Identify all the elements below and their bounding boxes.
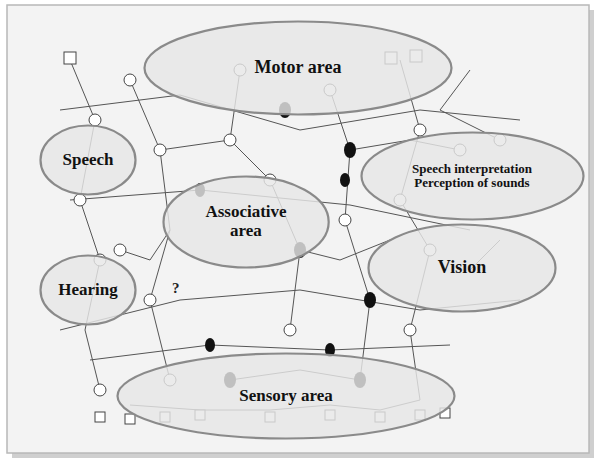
ellipse-shape: [118, 354, 455, 439]
neuron-sketch-part: [120, 230, 170, 260]
neuron-sketch-part: [339, 214, 351, 226]
neuron-sketch-part: [114, 244, 126, 256]
brain-area-ellipse: Motor area: [143, 20, 453, 116]
neuron-sketch-part: [364, 292, 376, 308]
ellipse-shape: [41, 126, 136, 195]
neuron-sketch-part: [74, 194, 86, 206]
area-label: Speech: [63, 151, 114, 170]
area-label: Speech interpretation Perception of soun…: [397, 162, 547, 191]
ellipse-shape: [145, 22, 452, 115]
neuron-sketch-part: [284, 324, 296, 336]
area-label: Associative area: [191, 203, 301, 240]
neuron-sketch-part: [64, 52, 76, 64]
neuron-sketch-part: [154, 144, 166, 156]
neuron-sketch-part: [124, 74, 136, 86]
neuron-sketch-part: [440, 70, 500, 140]
neuron-sketch-part: [404, 324, 416, 336]
neuron-sketch-part: [7, 5, 589, 453]
area-label: Motor area: [255, 58, 342, 78]
brain-area-ellipse: Hearing: [39, 254, 137, 326]
ellipse-shape: [41, 256, 136, 325]
neuron-sketch-part: [95, 412, 105, 422]
brain-area-ellipse: Associative area: [162, 175, 330, 269]
neuron-sketch-part: [125, 414, 135, 424]
brain-area-ellipse: Sensory area: [116, 352, 456, 440]
ellipse-shape: [361, 133, 583, 220]
neuron-sketch-part: [340, 173, 350, 187]
neuron-sketch-part: [414, 124, 426, 136]
neuron-sketch-part: [94, 384, 106, 396]
area-label: Hearing: [58, 281, 118, 300]
brain-area-ellipse: Vision: [367, 223, 557, 313]
neuron-sketch-part: [160, 140, 230, 150]
neuron-sketch-part: [89, 114, 101, 126]
question-mark: ?: [172, 280, 180, 297]
ellipse-shape: [163, 177, 328, 268]
neuron-sketch-part: [205, 338, 215, 352]
neuron-sketch-part: [144, 294, 156, 306]
neuron-sketch-part: [224, 134, 236, 146]
area-label: Sensory area: [239, 387, 333, 406]
ellipse-shape: [369, 225, 556, 312]
brain-area-ellipse: Speech interpretation Perception of soun…: [360, 131, 585, 221]
neuron-sketch-part: [330, 90, 370, 380]
neuron-sketch-part: [344, 142, 356, 158]
brain-area-ellipse: Speech: [39, 124, 137, 196]
area-label: Vision: [438, 258, 486, 278]
neuron-sketch-part: [70, 60, 100, 390]
